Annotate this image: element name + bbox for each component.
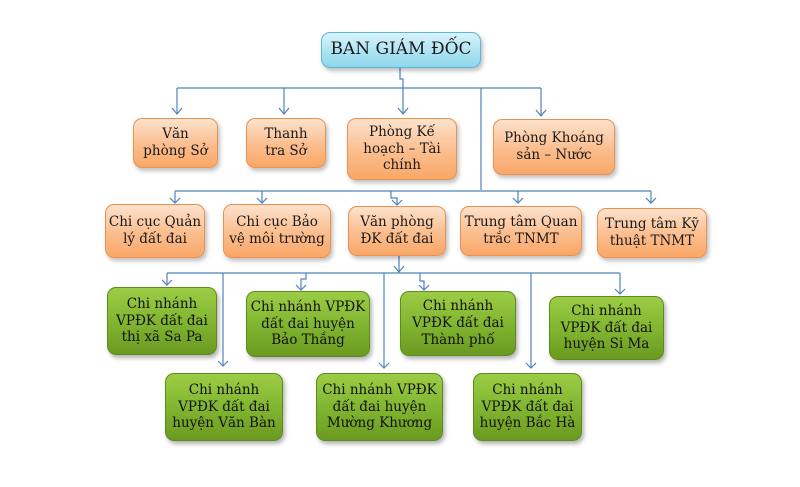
arrow-icon: [393, 265, 405, 273]
box-label-line: Chi nhánh: [188, 381, 260, 398]
box-label-line: VPĐK đất đai: [116, 312, 208, 329]
arrow-icon: [397, 107, 409, 115]
box-label-line: Chi nhánh VPĐK: [322, 381, 437, 398]
box-label-line: Văn: [162, 126, 189, 143]
arrow-icon: [161, 279, 173, 286]
box-label-line: ĐK đất đai: [360, 231, 434, 247]
box-label: BAN GIÁM ĐỐC: [330, 39, 472, 60]
connector-to-thanh-pho: [419, 273, 425, 290]
connector-top-down: [399, 66, 404, 88]
box-label-line: vệ môi trường: [229, 231, 325, 247]
box-label-line: VPĐK đất đai: [560, 319, 653, 336]
box-label-line: Chi cục Bảo: [236, 214, 318, 231]
box-label-line: Chi cục Quản: [108, 214, 202, 231]
arrow-icon: [217, 360, 229, 367]
box-label-line: Phòng Khoáng: [504, 130, 604, 147]
arrow-icon: [391, 199, 403, 206]
box-label-line: đất đai huyện: [261, 315, 355, 332]
box-label-line: Chi nhánh VPĐK: [250, 298, 366, 315]
box-label-line: Phòng Kế: [369, 123, 435, 140]
connector-to-vp-dk: [390, 191, 398, 205]
box-label-line: thị xã Sa Pa: [121, 329, 203, 346]
arrow-icon: [512, 197, 524, 204]
box-label-line: thuật TNMT: [609, 233, 695, 249]
box-label-line: VPĐK đất đai: [412, 315, 504, 332]
arrow-icon: [171, 107, 183, 115]
box-label-line: hoạch – Tài: [363, 140, 441, 157]
box-label-line: sản – Nước: [516, 147, 592, 163]
box-label-line: Chi nhánh: [492, 381, 563, 398]
arrow-icon: [256, 197, 268, 204]
arrow-icon: [295, 284, 307, 291]
box-label-line: huyện Văn Bàn: [172, 415, 276, 432]
arrow-icon: [378, 362, 390, 369]
box-label-line: Chi nhánh: [571, 302, 642, 319]
box-label-line: Chi nhánh: [422, 298, 494, 315]
connector-to-bao-thang: [300, 273, 307, 290]
box-label-line: chính: [383, 157, 421, 174]
box-label-line: Chi nhánh: [126, 295, 198, 312]
arrow-icon: [418, 284, 430, 291]
box-label-line: VPĐK đất đai: [481, 398, 574, 415]
arrow-icon: [614, 288, 626, 295]
arrow-icon: [169, 197, 181, 204]
box-label-line: Văn phòng: [360, 214, 434, 231]
box-label-line: phòng Sở: [143, 143, 208, 159]
box-label-line: huyện Si Ma: [563, 336, 650, 353]
arrowheads: [161, 107, 657, 369]
box-label-line: Bảo Thắng: [271, 332, 345, 349]
arrow-icon: [645, 197, 657, 204]
arrow-icon: [535, 109, 547, 117]
box-label-line: huyện Bắc Hà: [479, 415, 576, 432]
box-label-line: trắc TNMT: [483, 231, 559, 247]
box-label-line: Mường Khương: [326, 415, 433, 432]
box-label-line: Thành phố: [421, 331, 495, 348]
arrow-icon: [278, 107, 290, 115]
box-label-line: lý đất đai: [123, 231, 187, 247]
box-label-line: Thanh: [264, 126, 308, 143]
box-ban-giam-doc: BAN GIÁM ĐỐC: [321, 32, 481, 68]
box-label-line: Trung tâm Kỹ: [604, 216, 700, 233]
box-label-line: Trung tâm Quan: [464, 214, 578, 231]
arrow-icon: [525, 362, 537, 369]
box-label-line: tra Sở: [265, 143, 307, 159]
box-label-line: đất đai huyện: [332, 398, 427, 415]
box-label-line: VPĐK đất đai: [178, 398, 270, 415]
